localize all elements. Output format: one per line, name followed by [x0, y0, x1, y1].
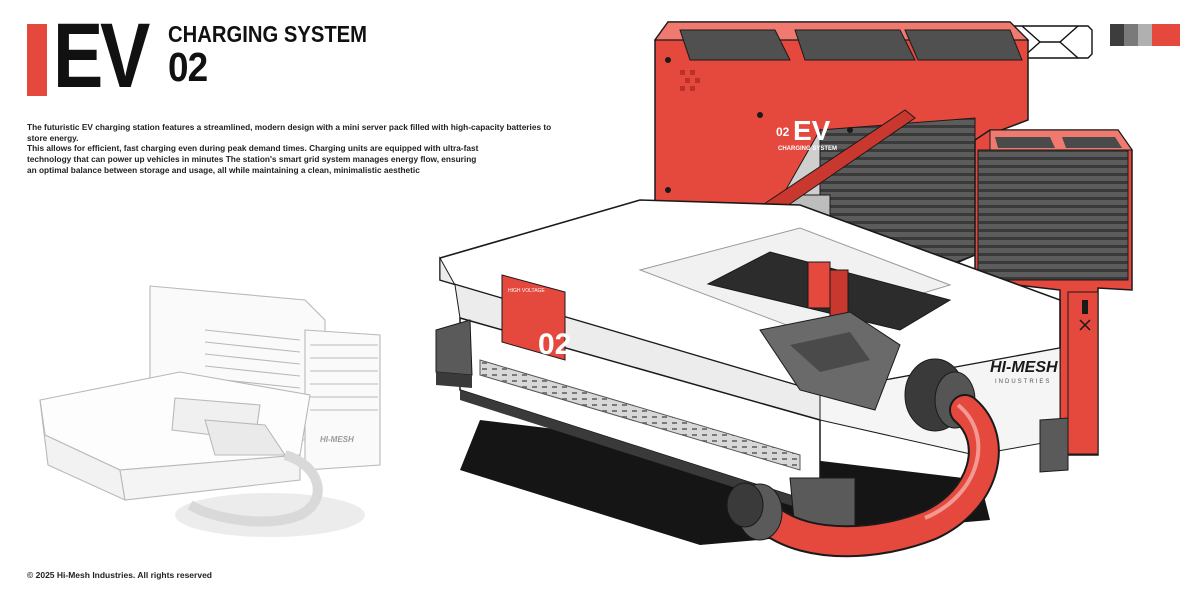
swatch-accent	[1152, 24, 1180, 46]
ev-heading: EV	[53, 5, 150, 107]
server-tower: 02 EV CHARGING SYSTEM	[653, 21, 1030, 271]
swatch-mid	[1124, 24, 1138, 46]
description-line: an optimal balance between storage and u…	[27, 164, 420, 175]
title-number: 02	[168, 44, 208, 90]
panel-ev-text: EV	[793, 115, 831, 146]
base-number-text: 02	[538, 328, 571, 361]
copyright-text: © 2025 Hi-Mesh Industries. All rights re…	[27, 570, 212, 580]
description-line: The futuristic EV charging station featu…	[27, 122, 552, 143]
brand-sub-text: INDUSTRIES	[995, 379, 1051, 385]
charging-base: 02 HIGH VOLTAGE HI-MESH INDUSTRIES	[435, 199, 1069, 531]
charging-hose	[726, 394, 1000, 558]
right-tower	[974, 129, 1133, 456]
logo-mark	[981, 25, 1093, 59]
panel-sub-text: CHARGING SYSTEM	[778, 146, 837, 152]
description: The futuristic EV charging station featu…	[27, 122, 567, 176]
swatch-light	[1138, 24, 1152, 46]
description-line: technology that can power up vehicles in…	[27, 154, 477, 165]
color-swatches	[1110, 24, 1180, 46]
title-block: CHARGING SYSTEM 02	[168, 21, 394, 90]
sketch-brand-text: HI-MESH	[320, 435, 354, 444]
accent-bar	[27, 24, 47, 96]
panel-number-text: 02	[776, 125, 790, 139]
swatch-dark	[1110, 24, 1124, 46]
description-line: This allows for efficient, fast charging…	[27, 143, 479, 154]
brand-name-text: HI-MESH	[990, 359, 1058, 376]
sketch-station: HI-MESH	[39, 285, 381, 537]
title-line: CHARGING SYSTEM	[168, 21, 368, 47]
base-tag-text: HIGH VOLTAGE	[508, 288, 545, 294]
